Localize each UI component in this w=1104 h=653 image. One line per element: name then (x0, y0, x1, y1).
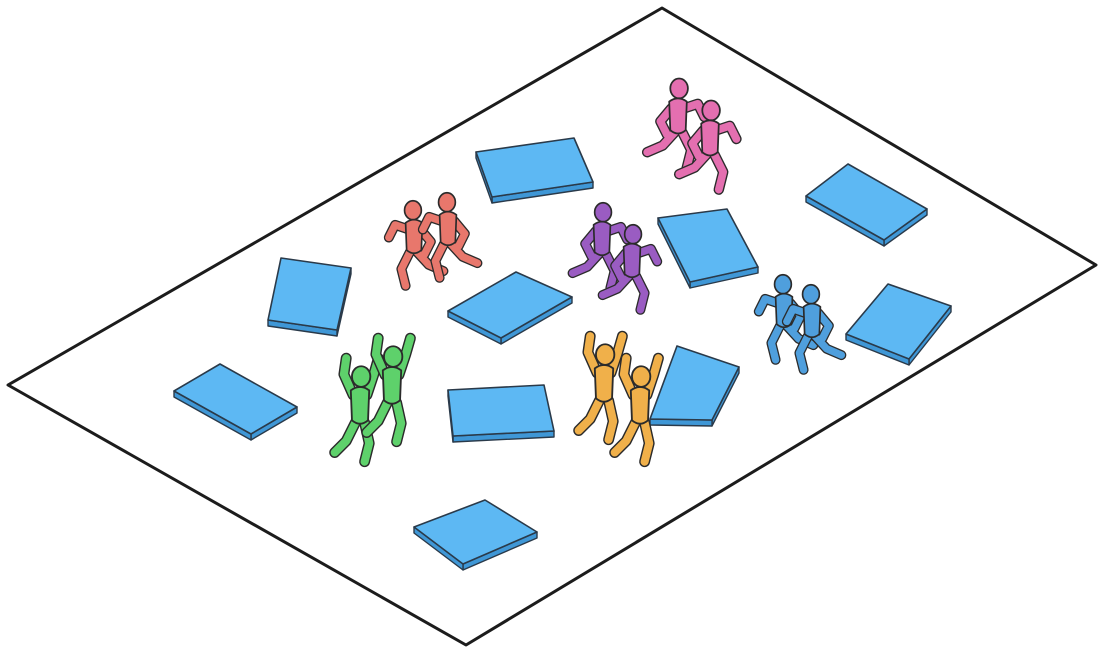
mat-top (448, 385, 554, 436)
torso (631, 387, 649, 424)
limb (645, 423, 650, 462)
head (803, 285, 820, 304)
torso (351, 387, 369, 424)
head (352, 366, 370, 387)
torso (594, 222, 611, 256)
head (670, 79, 688, 99)
head (625, 225, 642, 244)
head (775, 275, 792, 294)
head (702, 101, 720, 121)
torso (804, 304, 821, 338)
torso (383, 367, 401, 404)
head (405, 201, 422, 220)
head (439, 193, 456, 212)
limb (397, 403, 402, 442)
head (632, 366, 650, 387)
mat (268, 258, 351, 336)
torso (669, 98, 687, 133)
head (596, 344, 614, 365)
torso (624, 244, 641, 278)
mat (448, 385, 554, 442)
limb (609, 401, 614, 440)
head (384, 346, 402, 367)
torso (440, 212, 457, 246)
mat-top (268, 258, 351, 330)
torso (701, 120, 719, 155)
torso (595, 365, 613, 402)
head (595, 203, 612, 222)
